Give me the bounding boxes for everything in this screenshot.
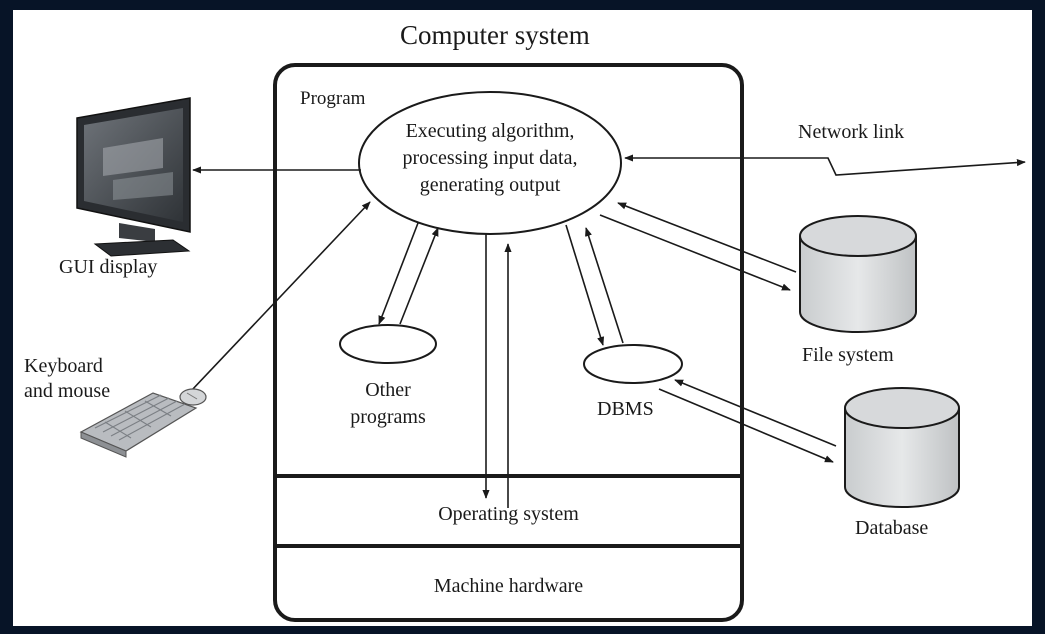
keyboard-mouse-label: Keyboard and mouse (24, 354, 110, 404)
diagram-canvas (76, 63, 1026, 622)
network-link-arrow (624, 154, 1026, 176)
arrow-to-file-system (599, 214, 791, 291)
arrow-to-database (658, 388, 834, 463)
other-programs-label: Other programs (328, 377, 448, 431)
diagram-frame: Computer system Program Executing algori… (13, 10, 1032, 626)
program-description: Executing algorithm, processing input da… (370, 118, 610, 199)
machine-hardware-label: Machine hardware (433, 575, 584, 597)
arrow-from-file-system (617, 202, 797, 273)
keyboard-line-2: and mouse (24, 380, 111, 402)
program-line-1: Executing algorithm, (405, 120, 575, 142)
arrow-from-database (674, 379, 837, 447)
arrow-from-keyboard (190, 201, 371, 392)
file-system-label: File system (802, 344, 894, 366)
computer-system-box (273, 63, 744, 622)
monitor-icon (76, 97, 191, 257)
dbms-label: DBMS (597, 398, 654, 420)
database-cylinder-icon (844, 387, 960, 508)
other-programs-ellipse (339, 324, 437, 364)
program-line-3: generating output (419, 174, 561, 196)
database-label: Database (855, 517, 929, 539)
arrow-from-other-programs (399, 227, 439, 325)
mouse-icon (179, 388, 207, 406)
other-programs-line-1: Other (365, 379, 411, 401)
network-link-label: Network link (798, 121, 905, 143)
arrow-to-other-programs (378, 222, 419, 325)
file-system-cylinder-icon (799, 215, 917, 333)
program-ellipse (358, 91, 622, 235)
computer-system-title: Computer system (400, 20, 590, 50)
arrow-to-dbms (565, 224, 605, 346)
program-label: Program (300, 88, 366, 109)
gui-display-label: GUI display (59, 256, 158, 278)
program-line-2: processing input data, (402, 147, 578, 169)
keyboard-icon (79, 392, 198, 458)
dbms-ellipse (583, 344, 683, 384)
operating-system-label: Operating system (438, 503, 579, 525)
other-programs-line-2: programs (350, 406, 426, 428)
arrow-from-dbms (585, 227, 624, 344)
keyboard-line-1: Keyboard (24, 355, 103, 377)
